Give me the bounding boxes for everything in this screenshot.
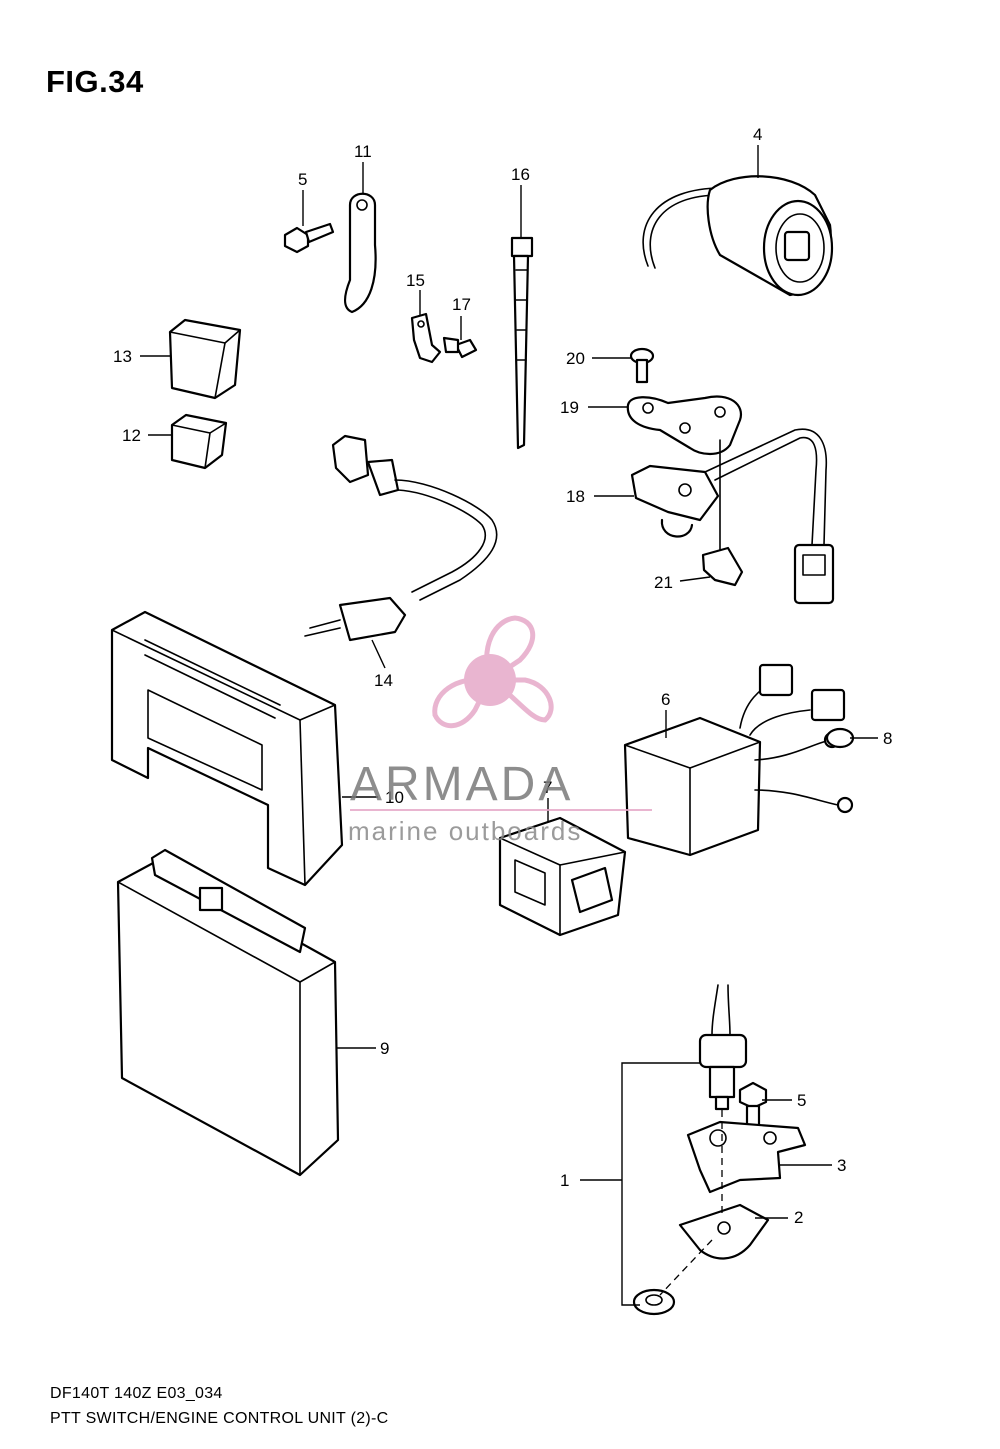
figure-title: FIG.34 (46, 64, 144, 99)
part-9-ecu (116, 848, 340, 1177)
callout-5b: 5 (797, 1091, 806, 1110)
callout-1: 1 (560, 1171, 569, 1190)
callout-14: 14 (374, 671, 393, 690)
part-10-ecu-holder (110, 610, 344, 887)
callout-16: 16 (511, 165, 530, 184)
watermark: ARMADA marine outboards (348, 615, 652, 846)
part-20-screw (629, 347, 655, 384)
part-7-holder (498, 816, 627, 937)
callout-2: 2 (794, 1208, 803, 1227)
part-5-bolt-top (283, 222, 335, 254)
part-1-nut (632, 1288, 676, 1316)
callout-13: 13 (113, 347, 132, 366)
part-8-cap (825, 727, 855, 749)
part-16-cable-tie (510, 236, 534, 450)
part-2-plate (678, 1203, 770, 1260)
callout-4: 4 (753, 125, 762, 144)
watermark-brand: ARMADA (350, 758, 573, 811)
callout-17: 17 (452, 295, 471, 314)
callout-15: 15 (406, 271, 425, 290)
leader-lines (140, 145, 878, 1219)
part-19-plate (626, 395, 743, 456)
part-14-switch-harness (304, 434, 498, 642)
assembly-dashed-lines (659, 1110, 723, 1296)
watermark-tagline: marine outboards (348, 816, 582, 846)
model-code: DF140T 140Z E03_034 (50, 1385, 223, 1402)
callout-6: 6 (661, 690, 670, 709)
callout-21: 21 (654, 573, 673, 592)
part-12-relay (170, 413, 228, 470)
part-18-sensor (630, 464, 720, 538)
callout-labels: 1 2 3 4 5 5 6 7 8 9 10 11 12 13 14 15 16… (113, 125, 892, 1227)
part-3-bracket (686, 1120, 807, 1194)
callout-12: 12 (122, 426, 141, 445)
part-5-bolt-bottom (738, 1081, 768, 1136)
part-1-sensor-switch (698, 984, 748, 1111)
callout-10: 10 (385, 788, 404, 807)
callout-20: 20 (566, 349, 585, 368)
callout-19: 19 (560, 398, 579, 417)
callout-3: 3 (837, 1156, 846, 1175)
part-11-clamp (343, 192, 377, 314)
callout-18: 18 (566, 487, 585, 506)
callout-7: 7 (543, 778, 552, 797)
part-13-relay (168, 318, 242, 400)
part-15-bracket (410, 312, 442, 364)
propeller-logo-icon (432, 615, 554, 729)
callout-9: 9 (380, 1039, 389, 1058)
callout-1-bracket (580, 1062, 700, 1306)
part-17-screw (442, 336, 478, 359)
part-4-ptt-switch (642, 175, 834, 297)
part-6-control-unit (623, 663, 854, 857)
part-21-clip (701, 546, 744, 587)
part-18-wire-harness (704, 428, 835, 605)
callout-8: 8 (883, 729, 892, 748)
callout-11: 11 (354, 142, 372, 161)
callout-5a: 5 (298, 170, 307, 189)
figure-caption: PTT SWITCH/ENGINE CONTROL UNIT (2)-C (50, 1410, 389, 1427)
